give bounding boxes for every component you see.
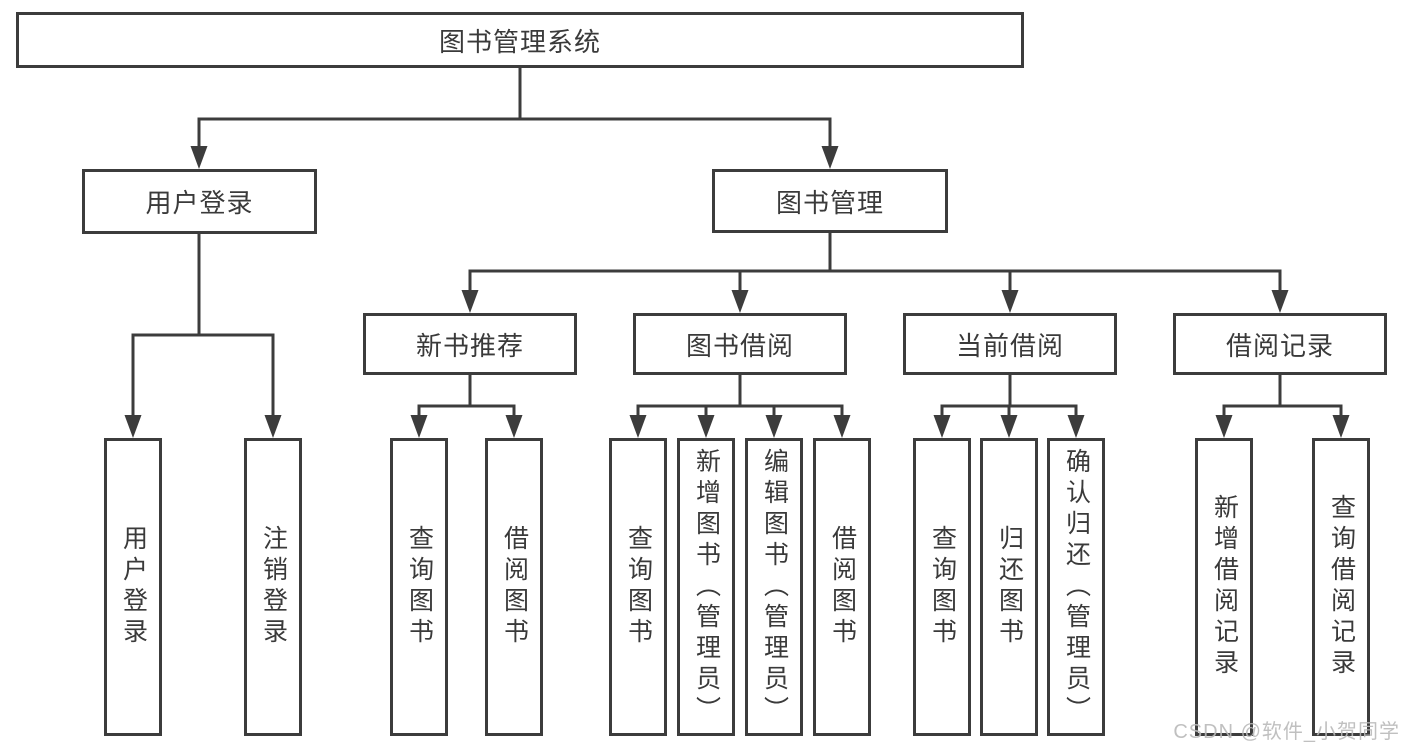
leaf-recommend-query-books: 查询图书 <box>390 438 448 736</box>
node-current-borrowing: 当前借阅 <box>903 313 1117 375</box>
leaf-label: 查询图书 <box>624 525 653 649</box>
leaf-borrowing-borrow-books: 借阅图书 <box>813 438 871 736</box>
leaf-label: 借阅图书 <box>500 525 529 649</box>
node-book-borrowing: 图书借阅 <box>633 313 847 375</box>
leaf-borrowing-add-book-admin: 新增图书（管理员） <box>677 438 735 736</box>
leaf-label: 用户登录 <box>119 525 148 649</box>
leaf-label: 查询借阅记录 <box>1327 494 1356 680</box>
node-label: 图书借阅 <box>685 330 794 361</box>
leaf-label: 借阅图书 <box>828 525 857 649</box>
node-label: 图书管理 <box>775 187 884 218</box>
leaf-label: 查询图书 <box>928 525 957 649</box>
leaf-user-login: 用户登录 <box>104 438 162 736</box>
leaf-label: 查询图书 <box>405 525 434 649</box>
leaf-records-query-record: 查询借阅记录 <box>1312 438 1370 736</box>
node-label: 新书推荐 <box>415 330 524 361</box>
node-label: 借阅记录 <box>1225 330 1334 361</box>
leaf-records-add-record: 新增借阅记录 <box>1195 438 1253 736</box>
leaf-label: 归还图书 <box>995 525 1024 649</box>
node-user-login: 用户登录 <box>82 169 317 234</box>
node-label: 当前借阅 <box>955 330 1064 361</box>
node-label: 图书管理系统 <box>438 26 601 57</box>
leaf-label: 确认归还（管理员） <box>1062 447 1091 727</box>
node-borrowing-records: 借阅记录 <box>1173 313 1387 375</box>
leaf-borrowing-query-books: 查询图书 <box>609 438 667 736</box>
node-book-management: 图书管理 <box>712 169 948 233</box>
leaf-current-return-books: 归还图书 <box>980 438 1038 736</box>
leaf-label: 新增借阅记录 <box>1210 494 1239 680</box>
leaf-label: 新增图书（管理员） <box>692 447 721 727</box>
node-new-book-recommend: 新书推荐 <box>363 313 577 375</box>
leaf-recommend-borrow-books: 借阅图书 <box>485 438 543 736</box>
watermark: CSDN @软件_小贺同学 <box>1173 721 1400 743</box>
leaf-logout: 注销登录 <box>244 438 302 736</box>
leaf-label: 注销登录 <box>259 525 288 649</box>
leaf-borrowing-edit-book-admin: 编辑图书（管理员） <box>745 438 803 736</box>
leaf-current-query-books: 查询图书 <box>913 438 971 736</box>
leaf-current-confirm-return-admin: 确认归还（管理员） <box>1047 438 1105 736</box>
leaf-label: 编辑图书（管理员） <box>760 447 789 727</box>
node-label: 用户登录 <box>145 188 254 218</box>
node-library-management-system: 图书管理系统 <box>16 12 1024 68</box>
